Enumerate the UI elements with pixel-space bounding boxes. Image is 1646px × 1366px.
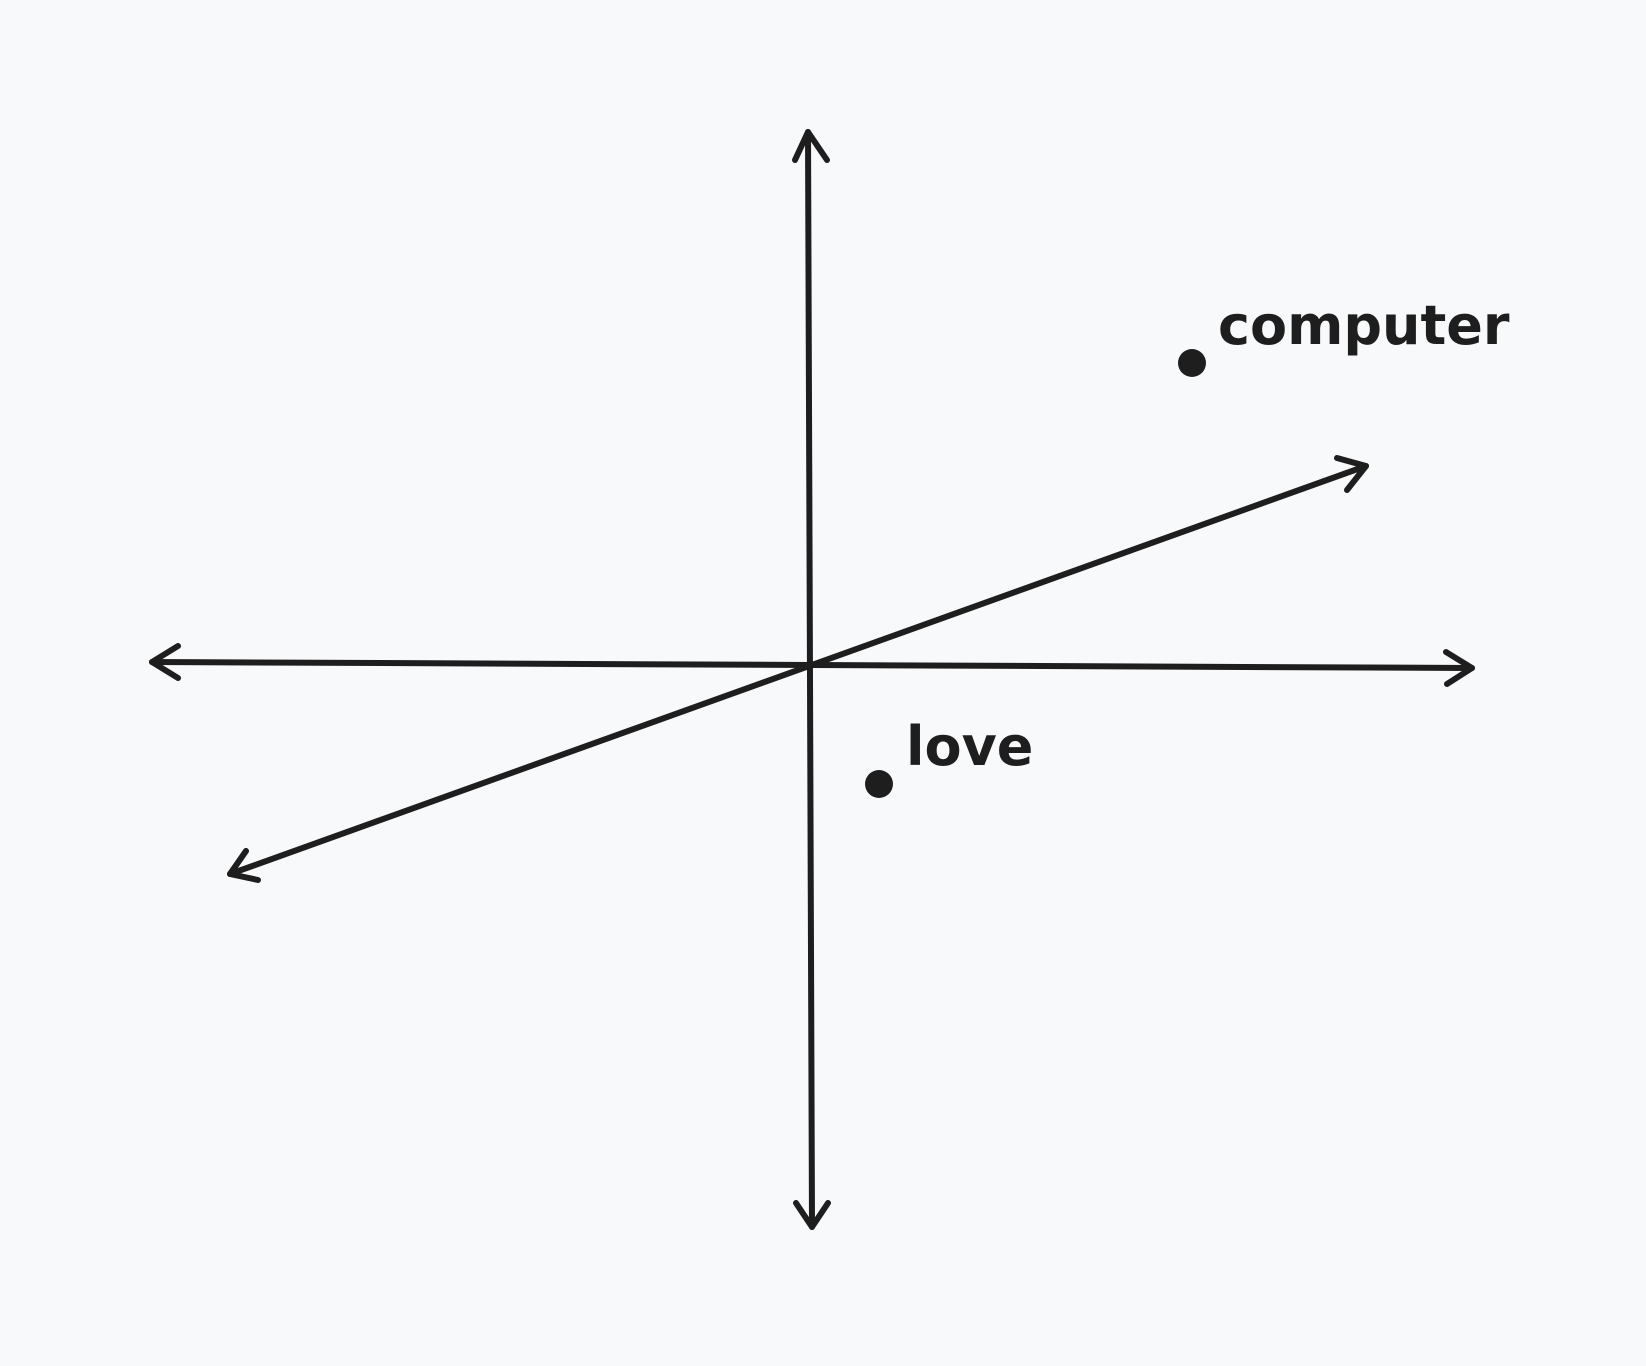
- depth-axis-line: [227, 463, 1369, 877]
- horizontal-axis-left-arrowhead: [149, 643, 181, 681]
- vertical-axis: [792, 129, 831, 1230]
- point-computer: computer: [1178, 294, 1510, 377]
- depth-axis: [227, 455, 1369, 883]
- horizontal-axis-right-arrowhead: [1443, 649, 1475, 687]
- vertical-axis-top-arrowhead: [792, 129, 830, 163]
- vertical-axis-bottom-arrowhead: [793, 1200, 831, 1230]
- point-computer-label: computer: [1218, 294, 1510, 357]
- depth-axis-upper-arrowhead: [1334, 455, 1369, 493]
- point-computer-dot: [1178, 349, 1206, 377]
- point-love-dot: [865, 770, 893, 798]
- depth-axis-lower-arrowhead: [227, 848, 261, 883]
- vertical-axis-line: [805, 129, 815, 1230]
- point-love-label: love: [906, 715, 1033, 778]
- point-love: love: [865, 715, 1033, 798]
